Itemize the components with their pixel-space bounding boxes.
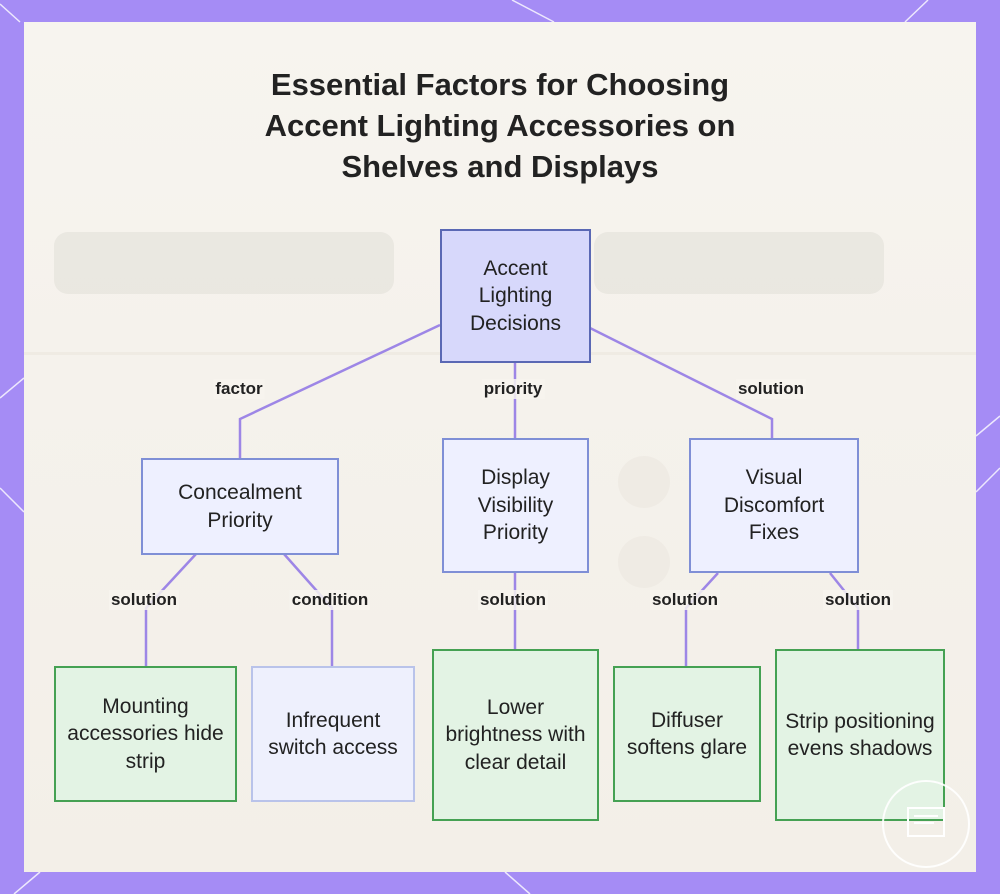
node-label: Mounting accessories hide strip xyxy=(67,694,224,773)
node-label: Infrequent switch access xyxy=(268,708,398,760)
edge-discomfort-strip xyxy=(829,572,860,649)
node-label: Concealment Priority xyxy=(178,481,302,532)
title-line-1: Essential Factors for Choosing xyxy=(270,67,730,102)
node-visual-discomfort-fixes: Visual Discomfort Fixes xyxy=(689,438,859,573)
node-display-visibility-priority: Display Visibility Priority xyxy=(442,438,589,573)
node-label: Display Visibility Priority xyxy=(477,466,554,545)
edge-label-solution-mounting: solution xyxy=(108,590,180,610)
node-label: Visual Discomfort Fixes xyxy=(723,466,825,545)
edge-root-discomfort xyxy=(589,326,774,438)
badge-glyph-icon xyxy=(907,807,945,837)
edge-root-concealment xyxy=(238,323,441,458)
edge-label-solution-strip: solution xyxy=(822,590,894,610)
edge-discomfort-diffuser xyxy=(684,572,719,666)
node-diffuser-softens-glare: Diffuser softens glare xyxy=(613,666,761,802)
node-label: Accent Lighting Decisions xyxy=(469,256,562,335)
node-concealment-priority: Concealment Priority xyxy=(141,458,339,555)
edge-label-priority: priority xyxy=(481,379,545,399)
edge-label-factor: factor xyxy=(213,379,265,399)
node-mounting-accessories: Mounting accessories hide strip xyxy=(54,666,237,802)
edge-label-condition-switch: condition xyxy=(289,590,371,610)
node-lower-brightness: Lower brightness with clear detail xyxy=(432,649,599,821)
diagram-panel: Essential Factors for Choosing Accent Li… xyxy=(24,22,976,872)
node-label: Strip positioning evens shadows xyxy=(785,709,935,761)
edge-label-solution-diffuser: solution xyxy=(649,590,721,610)
edge-label-solution-discomfort: solution xyxy=(735,379,807,399)
edge-label-solution-brightness: solution xyxy=(477,590,549,610)
edge-concealment-switch xyxy=(283,553,334,666)
title-line-3: Shelves and Displays xyxy=(341,149,659,184)
node-accent-lighting-decisions: Accent Lighting Decisions xyxy=(440,229,591,363)
background-artwork xyxy=(24,232,976,588)
logo-badge-icon xyxy=(882,780,970,868)
edge-concealment-mounting xyxy=(144,553,197,666)
diagram-title: Essential Factors for Choosing Accent Li… xyxy=(164,64,836,187)
node-label: Lower brightness with clear detail xyxy=(445,695,586,774)
node-label: Diffuser softens glare xyxy=(626,708,748,760)
node-infrequent-switch-access: Infrequent switch access xyxy=(251,666,415,802)
title-line-2: Accent Lighting Accessories on xyxy=(264,108,736,143)
